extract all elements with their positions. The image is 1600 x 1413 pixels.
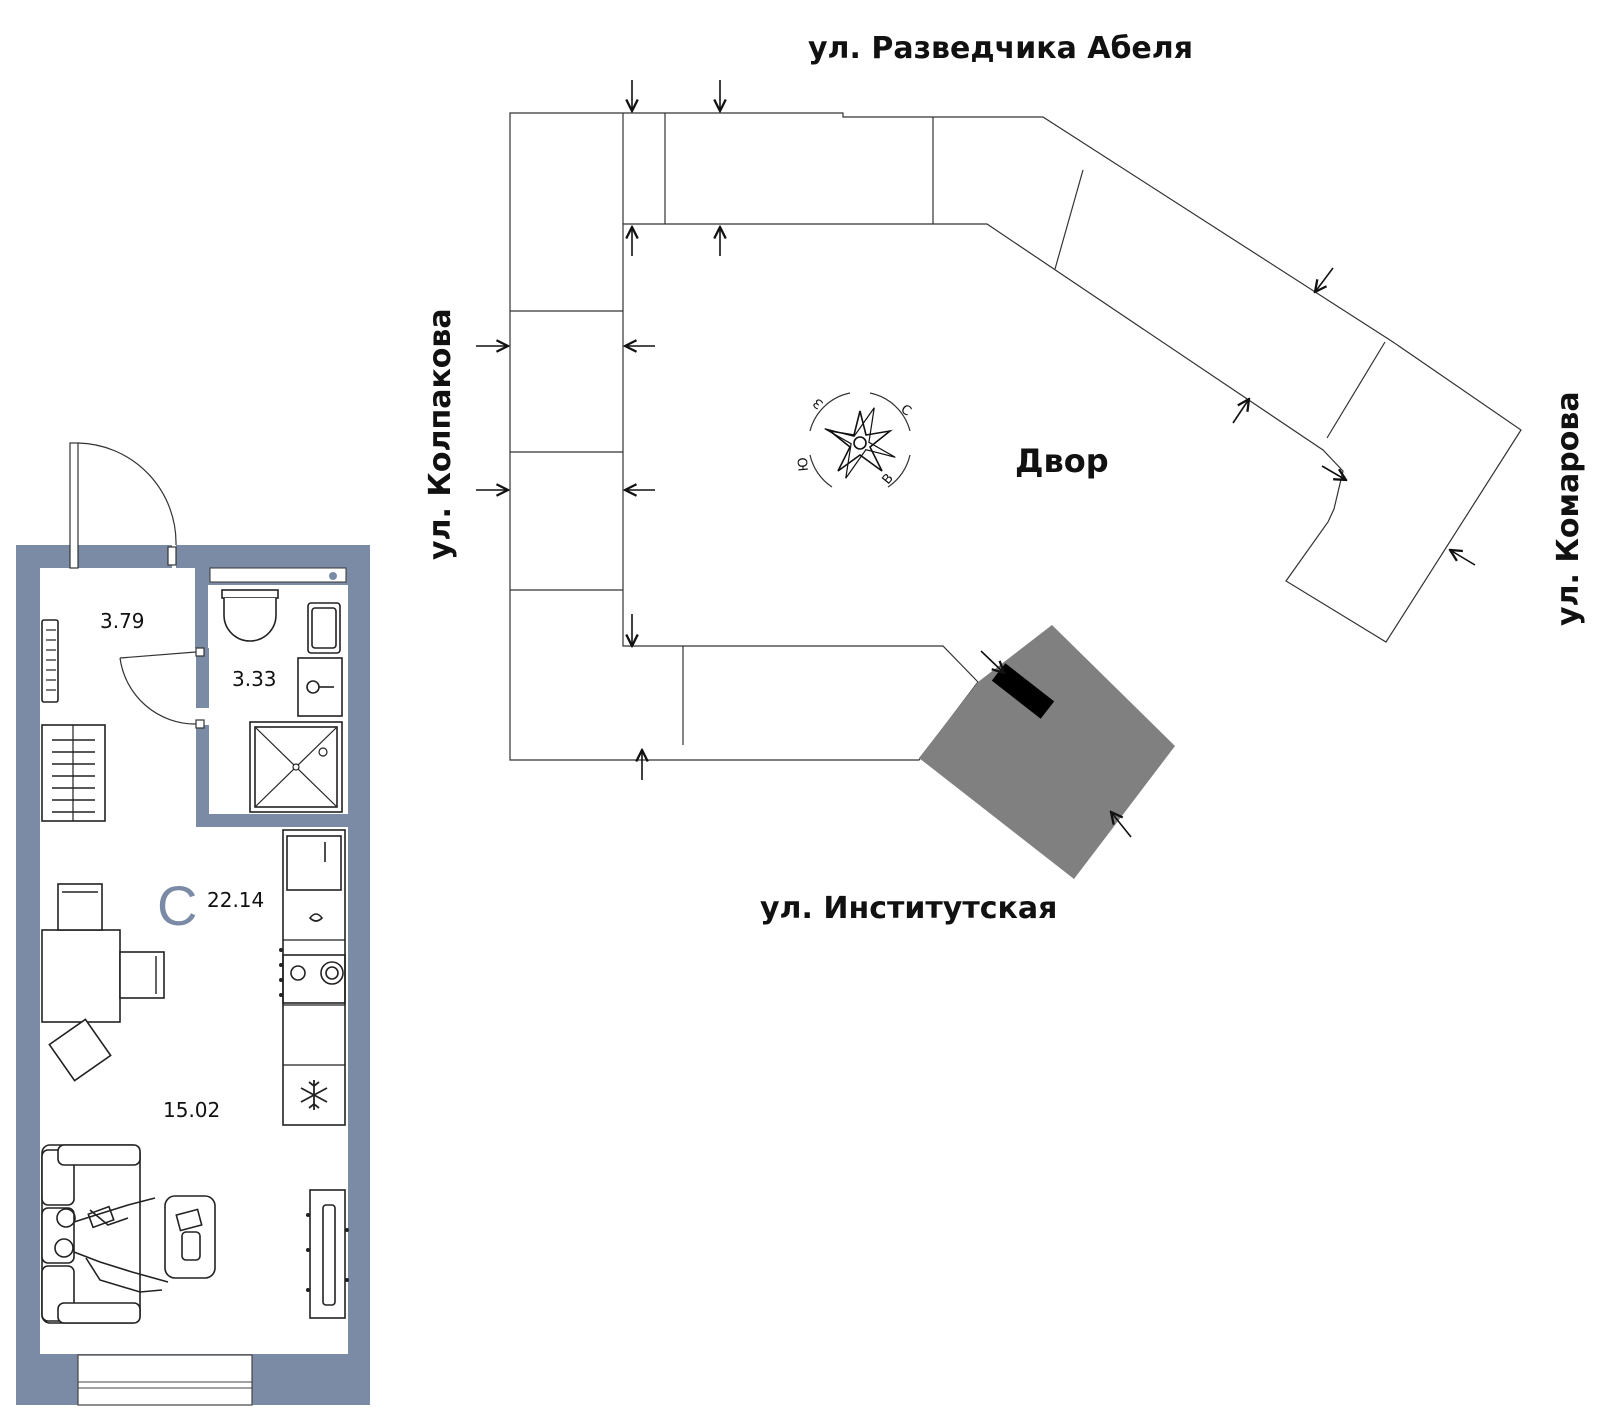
toilet-bowl (223, 598, 277, 642)
street-east-label: ул. Комарова (1551, 391, 1586, 626)
entrance-arrow (1321, 465, 1346, 480)
washbasin (297, 657, 343, 717)
bathroom-door-leaf (119, 651, 197, 659)
bathroom-area: 3.33 (232, 667, 277, 691)
dining-table (41, 929, 121, 1023)
dining-chair-bottom (48, 1018, 112, 1082)
street-west-label: ул. Колпакова (423, 308, 458, 560)
compass-east-letter: В (880, 471, 897, 487)
balcony-door-swing (77, 442, 177, 546)
bathroom-wall-left (196, 648, 209, 708)
window (77, 1354, 253, 1406)
entrance-arrow (980, 650, 1004, 673)
site-plan: С В Ю З Двор ул. Разведчика Абеля ул. Ин… (423, 31, 1586, 926)
compass-west-letter: З (811, 395, 827, 412)
building-inner-line (510, 113, 1386, 745)
bathroom-door-swing (119, 657, 197, 725)
sofa-arm-top (57, 1144, 141, 1166)
institutskaya-building (919, 625, 1175, 879)
toilet-tank (221, 589, 279, 599)
tv-stand-knobs (306, 1213, 349, 1292)
tv-stand (309, 1189, 346, 1319)
bathroom-wall-bottom (196, 814, 348, 827)
entrance-marker (991, 663, 1055, 719)
tv (322, 1204, 336, 1306)
entrance-arrows (476, 80, 1476, 838)
coffee-table-book (175, 1208, 203, 1232)
bathroom-shelf (209, 567, 347, 583)
sofa-cushion-2 (41, 1207, 75, 1264)
bathroom-door-jamb-top (195, 647, 205, 657)
wardrobe-hangers (52, 739, 95, 813)
snowflake-icon (300, 1080, 328, 1110)
bathroom-wall-left-lower (196, 725, 209, 827)
shower-drain-icon (292, 763, 300, 771)
door-stop (167, 546, 177, 566)
kitchen-drop-icon (308, 913, 324, 922)
entrance-arrow (1111, 812, 1132, 838)
building-outline (509, 112, 1522, 761)
entrance-arrow (1232, 399, 1249, 424)
cooktop-knobs (279, 948, 283, 997)
coffee-table (164, 1195, 216, 1279)
cooktop-burner-small (290, 965, 306, 981)
cooktop-burner-large (320, 961, 344, 985)
entrance-arrow (1315, 267, 1334, 292)
people-on-sofa-icon (54, 1197, 169, 1293)
kitchen-sink (286, 835, 342, 891)
hallway-area: 3.79 (100, 609, 145, 633)
yard-label: Двор (1015, 442, 1109, 480)
apartment-plan: 3.79 3.33 С 22.14 15.02 (16, 442, 370, 1406)
radiator-fins (46, 629, 56, 691)
compass-north-letter: С (898, 402, 914, 419)
entrance-arrow (1450, 550, 1476, 566)
balcony-door-frame (69, 442, 79, 569)
shower-tray-inner (254, 726, 338, 808)
sofa-arm-bottom (57, 1302, 141, 1324)
street-south-label: ул. Институтская (760, 891, 1057, 926)
bathroom-door-jamb-bottom (195, 719, 205, 729)
street-north-label: ул. Разведчика Абеля (808, 31, 1193, 66)
bathroom-shelf-knob (329, 572, 337, 580)
bidet (307, 602, 341, 654)
living-room-area: 15.02 (163, 1098, 220, 1122)
compass-south-letter: Ю (796, 457, 812, 472)
cooktop (282, 954, 346, 1004)
cooktop-burner-large-inner (325, 966, 339, 980)
apartment-total-area: 22.14 (207, 888, 264, 912)
coffee-table-cup (181, 1231, 201, 1261)
bidet-inner (311, 607, 337, 649)
dining-chair-right (119, 951, 165, 999)
compass-rose-icon: С В Ю З (796, 392, 914, 488)
shower-head-icon (318, 747, 328, 757)
apartment-type-label: С (157, 874, 197, 937)
dining-chair-top (57, 883, 103, 931)
